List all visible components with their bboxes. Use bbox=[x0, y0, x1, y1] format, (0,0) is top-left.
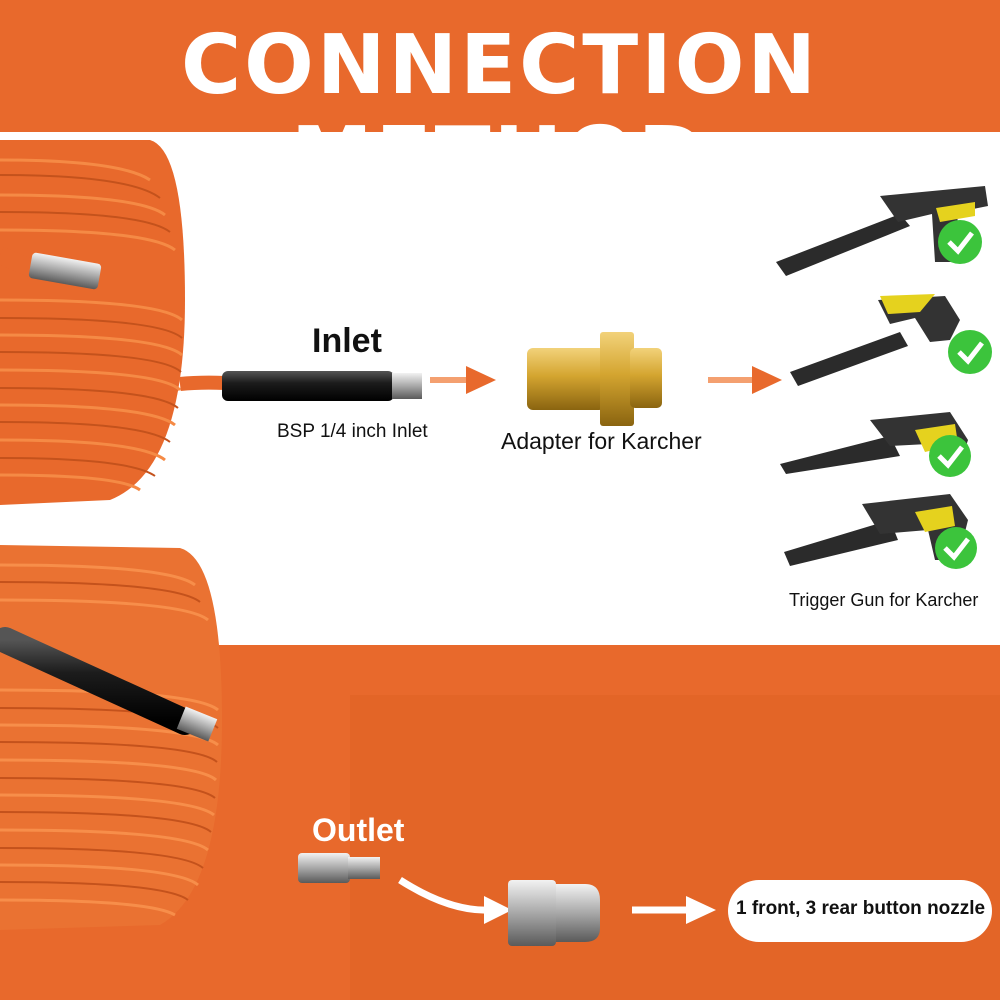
check-circle-icon bbox=[929, 435, 971, 477]
outlet-section-panel bbox=[350, 695, 1000, 1000]
arrow-icon bbox=[430, 366, 496, 394]
arrow-icon bbox=[398, 877, 512, 924]
trigger-gun-3 bbox=[780, 412, 971, 477]
trigger-gun-2 bbox=[790, 294, 992, 386]
outlet-hose-end bbox=[215, 853, 380, 883]
inlet-hose-end bbox=[179, 371, 422, 401]
nozzle-label-pill bbox=[728, 880, 992, 942]
outlet-title: Outlet bbox=[312, 812, 405, 848]
nozzle-label: 1 front, 3 rear button nozzle bbox=[736, 898, 986, 919]
button-nozzle bbox=[508, 880, 600, 946]
hose-coil-bottom bbox=[0, 545, 222, 930]
check-circle-icon bbox=[948, 330, 992, 374]
inlet-subtitle: BSP 1/4 inch Inlet bbox=[277, 421, 428, 442]
adapter-label: Adapter for Karcher bbox=[501, 428, 702, 454]
hose-coil-top bbox=[0, 140, 185, 505]
brass-adapter bbox=[527, 332, 662, 426]
inlet-title: Inlet bbox=[312, 322, 382, 360]
check-circle-icon bbox=[938, 220, 982, 264]
check-circle-icon bbox=[935, 527, 977, 569]
trigger-gun-1 bbox=[776, 186, 988, 276]
header-banner: CONNECTION METHOD bbox=[0, 0, 1000, 204]
trigger-gun-4 bbox=[784, 494, 977, 569]
trigger-gun-label: Trigger Gun for Karcher bbox=[789, 590, 979, 610]
arrow-icon bbox=[632, 896, 716, 924]
arrow-icon bbox=[708, 366, 782, 394]
